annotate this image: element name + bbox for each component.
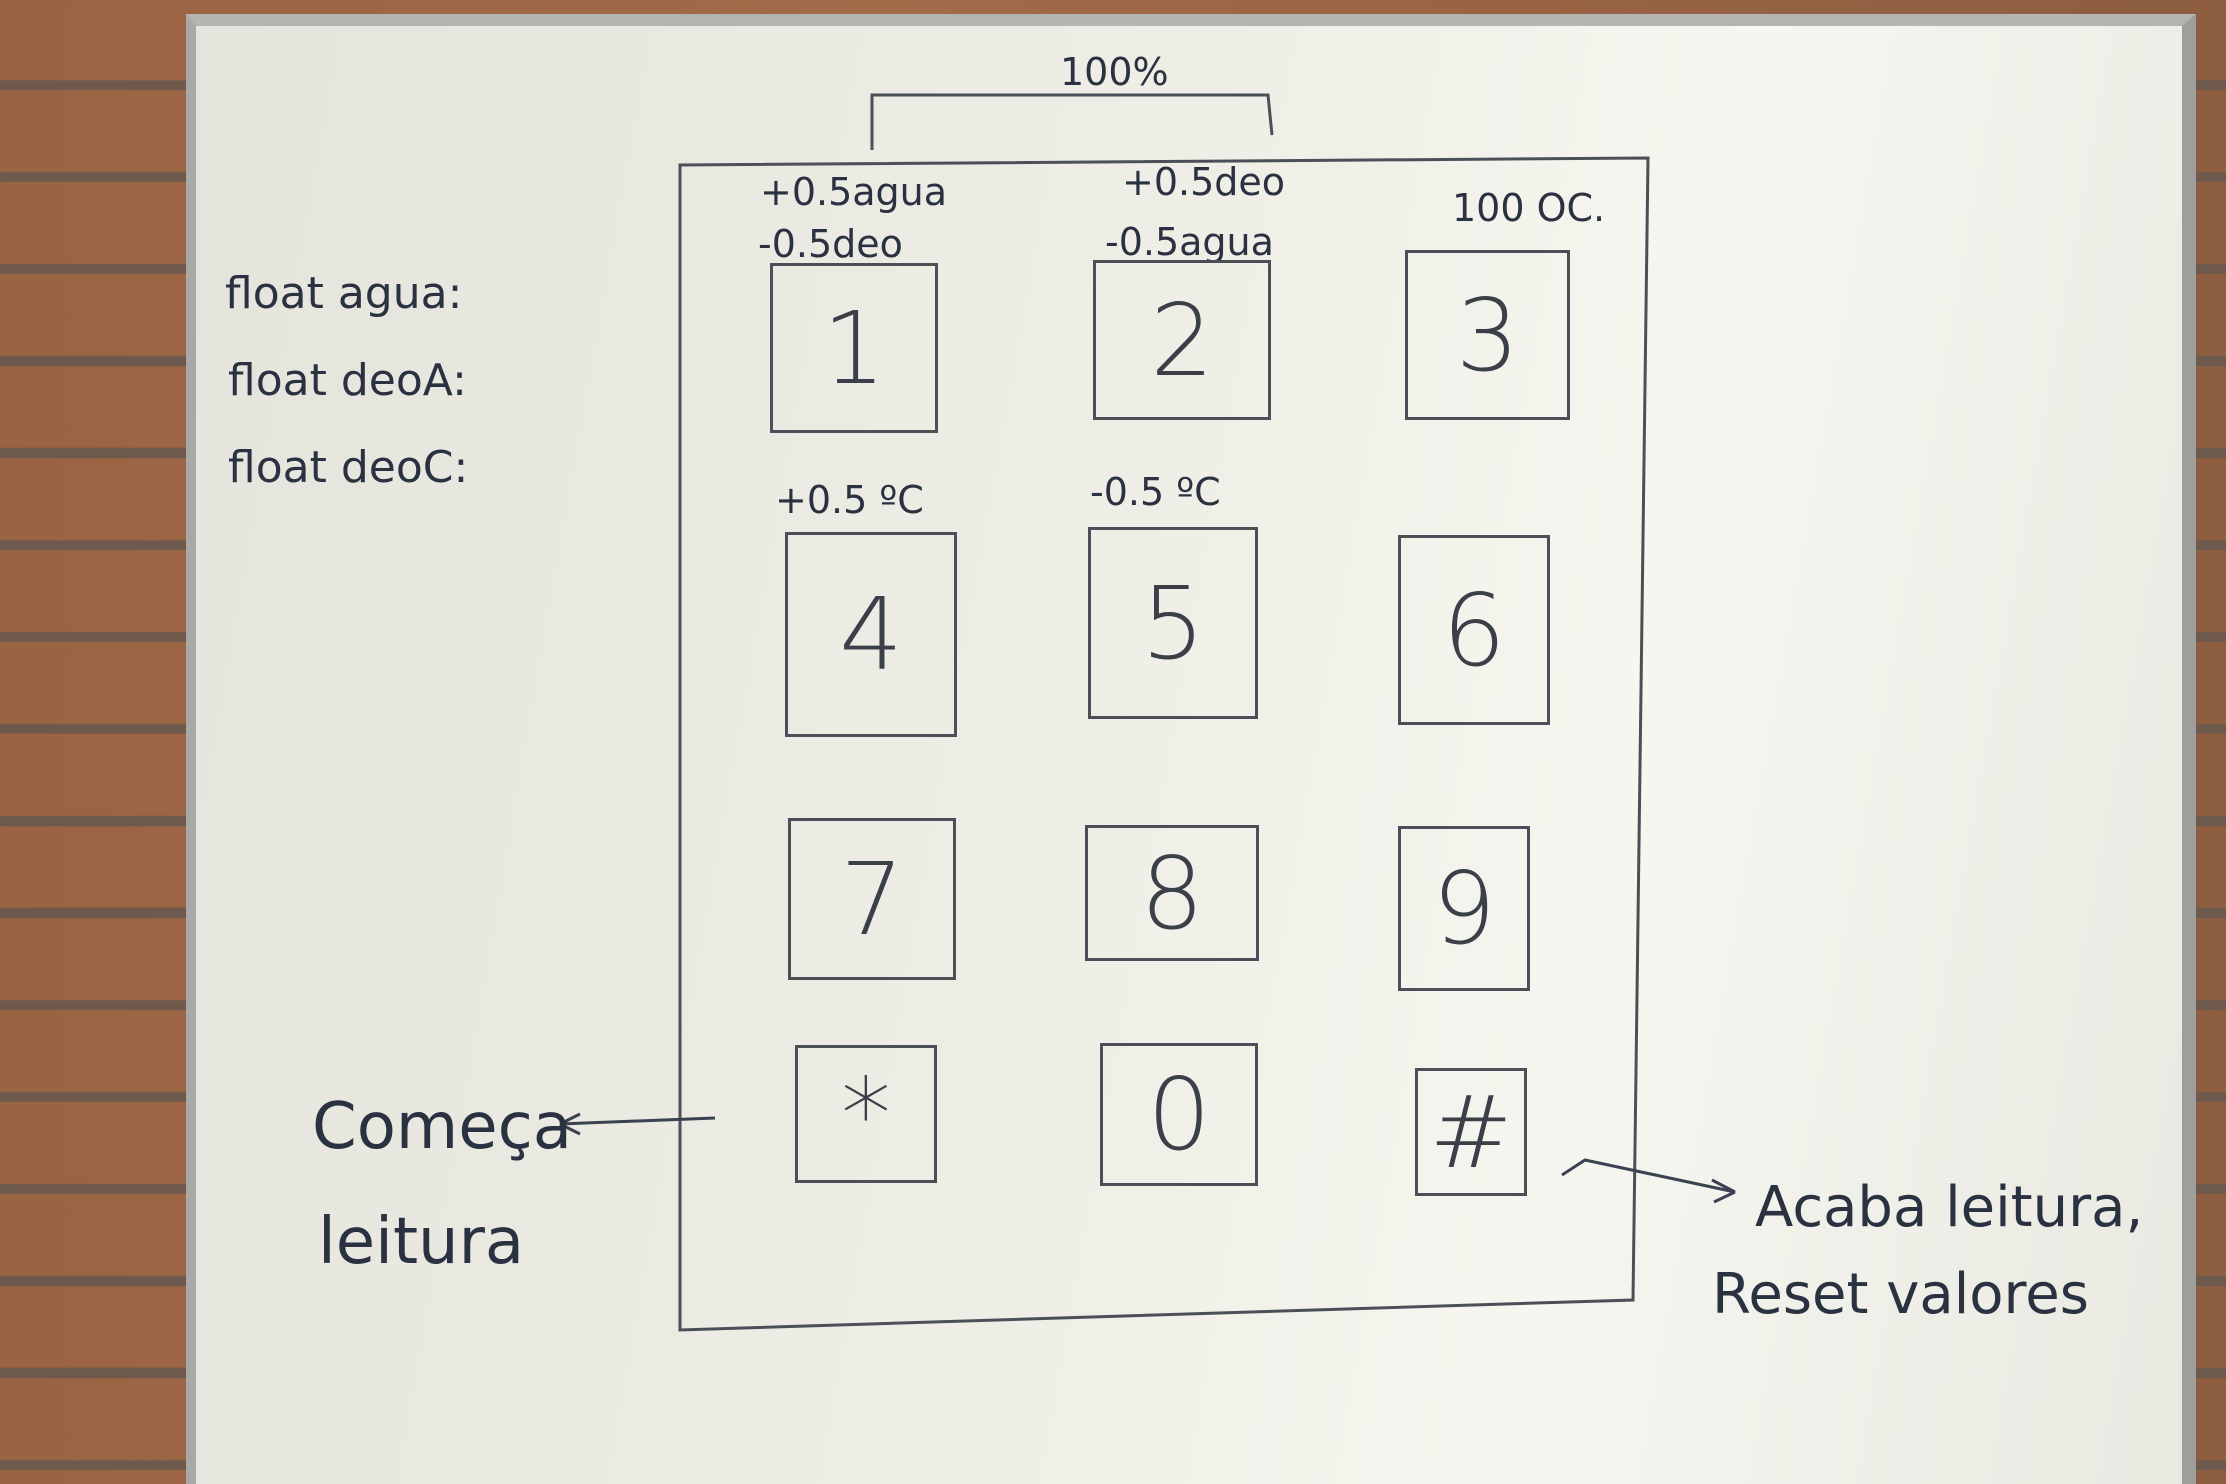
key-9: 9	[1398, 826, 1530, 991]
key-hash: #	[1415, 1068, 1527, 1196]
annotation-key4: +0.5 ºC	[775, 478, 924, 522]
annotation-key1-line2: -0.5deo	[758, 222, 903, 266]
right-note-line1: Acaba leitura,	[1755, 1175, 2144, 1240]
key-1: 1	[770, 263, 938, 433]
key-2: 2	[1093, 260, 1271, 420]
left-note-line1: Começa	[312, 1090, 572, 1164]
header-label: 100%	[1060, 50, 1169, 94]
annotation-key2-line2: -0.5agua	[1105, 220, 1274, 264]
key-0: 0	[1100, 1043, 1258, 1186]
annotation-key1-line1: +0.5agua	[760, 170, 948, 214]
right-note-line2: Reset valores	[1712, 1262, 2089, 1327]
left-arrow	[559, 1112, 716, 1136]
variable-agua: float agua:	[225, 268, 463, 319]
whiteboard	[186, 14, 2196, 1484]
key-4: 4	[785, 532, 957, 737]
bracket	[870, 93, 1274, 150]
key-7: 7	[788, 818, 956, 980]
annotation-key5: -0.5 ºC	[1090, 470, 1221, 514]
key-8: 8	[1085, 825, 1259, 961]
key-6: 6	[1398, 535, 1550, 725]
keypad-outline	[678, 156, 1650, 1332]
key-5: 5	[1088, 527, 1258, 719]
variable-deoa: float deoA:	[228, 355, 467, 406]
key-3: 3	[1405, 250, 1570, 420]
variable-deoc: float deoC:	[228, 442, 469, 493]
key-star: *	[795, 1045, 937, 1183]
right-arrow	[1561, 1158, 1736, 1204]
left-note-line2: leitura	[318, 1205, 525, 1279]
annotation-key2-line1: +0.5deo	[1122, 160, 1286, 204]
annotation-key3: 100 OC.	[1452, 186, 1606, 230]
